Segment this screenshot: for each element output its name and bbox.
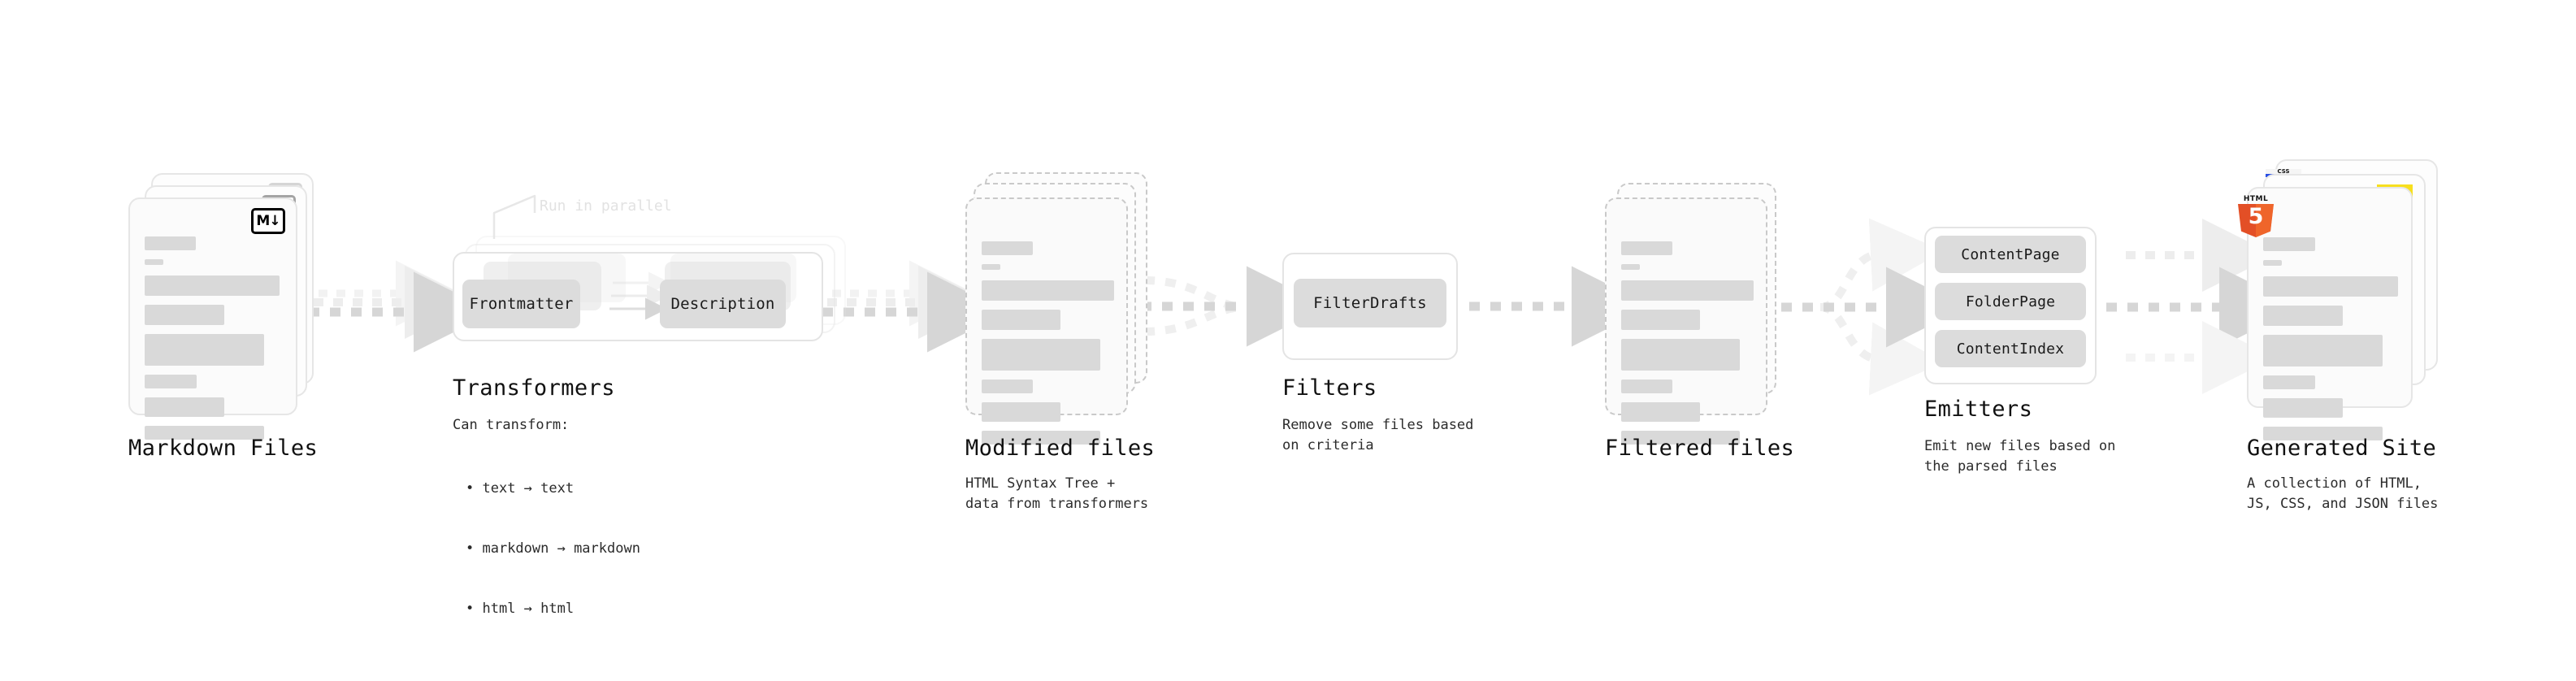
modified-files-description: HTML Syntax Tree + data from transformer… (965, 475, 1149, 512)
modified-card-bars (982, 241, 1114, 453)
transformers-bullet-1: • markdown → markdown (466, 540, 640, 557)
filtered-card-front[interactable] (1605, 197, 1767, 445)
transformers-description: Can transform: (453, 417, 570, 433)
modified-card-front[interactable] (965, 197, 1128, 445)
emitters-description: Emit new files based on the parsed files (1924, 438, 2116, 475)
chip-contentpage[interactable]: ContentPage (1935, 236, 2086, 273)
chip-folderpage[interactable]: FolderPage (1935, 283, 2086, 320)
run-in-parallel-label: Run in parallel (540, 197, 672, 215)
html5-badge-number: 5 (2248, 204, 2264, 229)
markdown-files-title: Markdown Files (128, 436, 319, 461)
modified-files-title: Modified files (965, 436, 1156, 461)
markdown-badge: M↓ (251, 208, 285, 234)
markdown-card-front[interactable]: M↓ (128, 197, 297, 440)
generated-site-title: Generated Site (2247, 436, 2437, 461)
chip-frontmatter[interactable]: Frontmatter (462, 280, 580, 328)
html5-badge: HTML 5 (2238, 195, 2274, 237)
generated-site-description: A collection of HTML, JS, CSS, and JSON … (2247, 475, 2439, 512)
transformers-title: Transformers (453, 375, 615, 401)
filtered-card-bars (1621, 241, 1754, 453)
chip-contentindex[interactable]: ContentIndex (1935, 330, 2086, 367)
filters-title: Filters (1282, 375, 1377, 401)
arrow-markdown-to-transformers (309, 260, 494, 353)
arrow-modified-to-filters (1141, 266, 1327, 347)
html5-shield (2238, 204, 2274, 237)
css-badge-label: CSS (2277, 168, 2290, 175)
arrow-emitters-to-site (2106, 219, 2300, 394)
site-card-bars (2263, 237, 2398, 449)
markdown-card-bars (145, 236, 281, 449)
arrow-filtered-to-emitters (1781, 218, 1967, 396)
html5-badge-word: HTML (2243, 195, 2269, 203)
transformers-bullet-0: • text → text (466, 480, 575, 497)
site-card-front[interactable]: HTML 5 (2238, 187, 2413, 440)
filtered-files-title: Filtered files (1605, 436, 1795, 461)
filters-description: Remove some files based on criteria (1282, 417, 1474, 453)
chip-filterdrafts[interactable]: FilterDrafts (1294, 279, 1446, 327)
chip-description[interactable]: Description (660, 280, 786, 328)
transformers-bullets: • text → text • markdown → markdown • ht… (466, 439, 640, 659)
run-in-parallel-bracket (492, 194, 536, 239)
transformers-bullet-2: • html → html (466, 601, 575, 618)
emitters-title: Emitters (1924, 397, 2033, 422)
